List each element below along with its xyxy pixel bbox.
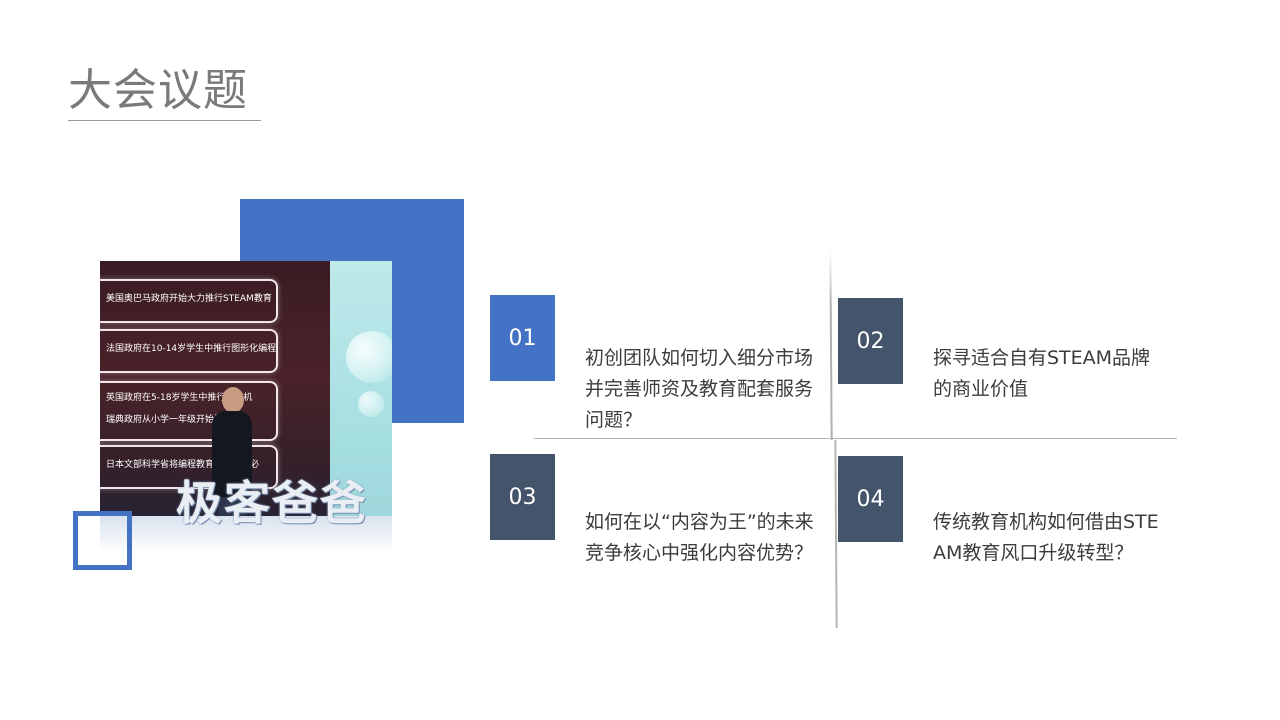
agenda-number-1: 01 — [490, 295, 555, 381]
photo-slide-line: 法国政府在10-14岁学生中推行图形化编程 — [100, 329, 278, 373]
bubble-decoration-small — [358, 391, 384, 417]
photo-slide-block: 英国政府在5-18岁学生中推行计算机 瑞典政府从小学一年级开始引入编 — [100, 381, 278, 441]
stage — [100, 516, 392, 552]
conference-photo: 美国奥巴马政府开始大力推行STEAM教育 法国政府在10-14岁学生中推行图形化… — [100, 261, 392, 552]
agenda-number-3: 03 — [490, 454, 555, 540]
photo-slide-line: 瑞典政府从小学一年级开始引入编 — [106, 415, 242, 425]
agenda-item-1-text: 初创团队如何切入细分市场并完善师资及教育配套服务问题？ — [585, 347, 814, 431]
presenter-body — [212, 411, 252, 501]
agenda-item-4-text: 传统教育机构如何借由STEAM教育风口升级转型？ — [933, 511, 1159, 564]
horizontal-divider — [534, 438, 1177, 439]
title-underline — [68, 120, 261, 121]
photo-slide-line: 日本文部科学省将编程教育纳入小学必 — [100, 445, 278, 489]
bubble-decoration — [346, 331, 392, 383]
agenda-number-4: 04 — [838, 456, 903, 542]
presenter-head — [222, 387, 244, 413]
brand-sign: 极客爸爸 — [176, 476, 368, 530]
agenda-item-3-text: 如何在以“内容为王”的未来竞争核心中强化内容优势？ — [585, 511, 814, 564]
photo-slide-line: 美国奥巴马政府开始大力推行STEAM教育 — [100, 279, 278, 323]
agenda-number-2: 02 — [838, 298, 903, 384]
vertical-divider-top — [829, 249, 833, 441]
photo-slide-line: 英国政府在5-18岁学生中推行计算机 — [106, 393, 253, 403]
agenda-item-2-text: 探寻适合自有STEAM品牌的商业价值 — [933, 347, 1151, 400]
decorative-outline-square — [73, 511, 132, 570]
slide-title: 大会议题 — [68, 65, 248, 116]
